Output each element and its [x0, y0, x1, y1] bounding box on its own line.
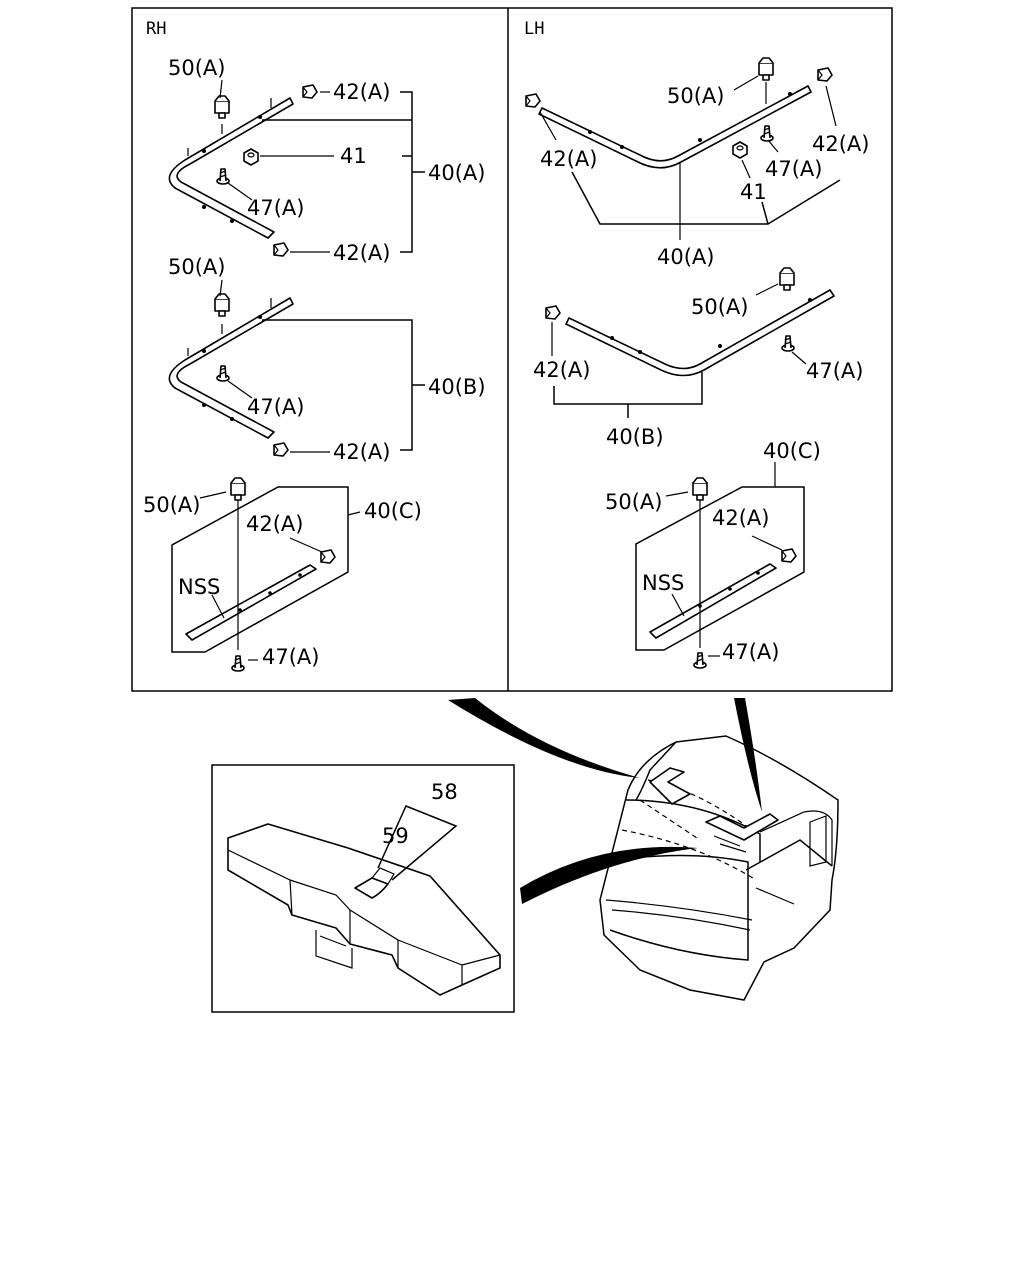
lh-roof-moulding-location — [705, 813, 779, 841]
rh-b-cap-label: 42(A) — [333, 440, 390, 464]
rh-c-assembly-label: 40(C) — [364, 499, 422, 523]
rh-cap-42a-top-icon — [302, 84, 318, 99]
part-59-clip-icon — [354, 877, 389, 899]
truck-cab-illustration — [599, 735, 839, 1001]
rh-b-assembly-label: 40(B) — [428, 375, 486, 399]
lh-b-screw-label: 47(A) — [806, 359, 863, 383]
lh-c-cap-label: 42(A) — [712, 506, 769, 530]
leader-swooshes — [448, 698, 762, 904]
lh-c-clip-label: 50(A) — [605, 490, 662, 514]
rh-c-clip-50a-icon — [230, 477, 246, 501]
lh-rail-b — [565, 289, 835, 377]
lh-a-cap-right-label: 42(A) — [812, 132, 869, 156]
lh-a-clip-label: 50(A) — [667, 84, 724, 108]
lh-a-screw-label: 47(A) — [765, 157, 822, 181]
lh-moulding-c: 40(C) 50(A) 42(A) NSS 47(A) — [605, 439, 821, 669]
rh-rail-a — [168, 97, 294, 239]
rh-rail-c — [185, 564, 317, 641]
rh-c-screw-label: 47(A) — [262, 645, 319, 669]
dash-cover-part — [227, 823, 501, 996]
lh-c-screw-47a-icon — [693, 652, 707, 669]
lh-panel: LH 50(A) 42(A) 42(A) 47(A) 41 40(A) — [524, 19, 869, 669]
rh-c-cap-label: 42(A) — [246, 512, 303, 536]
rh-clip-50a-icon — [214, 95, 230, 119]
lh-rail-a — [538, 85, 812, 169]
lh-clip-50a-icon — [758, 57, 774, 81]
part-59-label: 59 — [382, 824, 409, 848]
lh-b-clip-50a-icon — [779, 267, 795, 291]
rh-c-clip-label: 50(A) — [143, 493, 200, 517]
rh-nut-41-icon — [243, 148, 259, 166]
lh-cap-42a-left-icon — [525, 93, 541, 108]
exploded-view-frame — [131, 7, 893, 692]
rh-c-screw-47a-icon — [231, 655, 245, 672]
lh-b-clip-label: 50(A) — [691, 295, 748, 319]
lh-cap-42a-right-icon — [817, 67, 833, 82]
rh-b-screw-label: 47(A) — [247, 395, 304, 419]
rh-moulding-b: 50(A) 40(B) 47(A) 42(A) — [168, 255, 486, 464]
part-58-label: 58 — [431, 780, 458, 804]
lh-rail-c — [649, 563, 777, 639]
rh-b-clip-label: 50(A) — [168, 255, 225, 279]
lh-nut-41-icon — [732, 141, 748, 159]
rh-moulding-a: 50(A) 42(A) 41 40(A) 47(A) 42(A) — [168, 56, 485, 265]
rh-b-screw-47a-icon — [216, 365, 230, 382]
rh-panel: RH 50(A) 42(A) 41 40(A) 47(A) 42(A) — [143, 19, 486, 672]
lh-b-screw-47a-icon — [781, 335, 795, 352]
lh-a-cap-left-label: 42(A) — [540, 147, 597, 171]
rh-a-assembly-label: 40(A) — [428, 161, 485, 185]
rh-screw-47a-icon — [216, 168, 230, 185]
lh-c-cap-42a-icon — [781, 548, 797, 563]
rh-a-clip-label: 50(A) — [168, 56, 225, 80]
detail-inset: 58 59 — [211, 764, 515, 1013]
rh-b-cap-42a-icon — [273, 442, 289, 457]
rh-a-cap-bottom-label: 42(A) — [333, 241, 390, 265]
rh-moulding-c: 50(A) 40(C) 42(A) NSS 47(A) — [143, 477, 422, 672]
rh-roof-moulding-location — [649, 767, 691, 805]
rh-cap-42a-bottom-icon — [273, 242, 289, 257]
lh-screw-47a-icon — [760, 125, 774, 142]
lh-moulding-a: 50(A) 42(A) 42(A) 47(A) 41 40(A) — [525, 57, 869, 269]
lh-b-assembly-label: 40(B) — [606, 425, 664, 449]
lh-b-cap-label: 42(A) — [533, 358, 590, 382]
lh-side-label: LH — [524, 19, 544, 39]
lh-b-cap-42a-icon — [545, 305, 561, 320]
rh-side-label: RH — [146, 19, 166, 39]
rh-c-cap-42a-icon — [320, 549, 336, 564]
lh-c-nss-label: NSS — [642, 571, 684, 595]
rh-a-nut-label: 41 — [340, 144, 367, 168]
lh-c-clip-50a-icon — [692, 477, 708, 501]
rh-a-screw-label: 47(A) — [247, 196, 304, 220]
rh-c-nss-label: NSS — [178, 575, 220, 599]
lh-c-screw-label: 47(A) — [722, 640, 779, 664]
lh-c-assembly-label: 40(C) — [763, 439, 821, 463]
rh-b-clip-50a-icon — [214, 293, 230, 317]
lh-moulding-b: 50(A) 42(A) 47(A) 40(B) — [533, 267, 863, 449]
lh-a-nut-label: 41 — [740, 180, 767, 204]
rh-rail-b — [168, 297, 294, 439]
rh-a-cap-top-label: 42(A) — [333, 80, 390, 104]
lh-a-assembly-label: 40(A) — [657, 245, 714, 269]
